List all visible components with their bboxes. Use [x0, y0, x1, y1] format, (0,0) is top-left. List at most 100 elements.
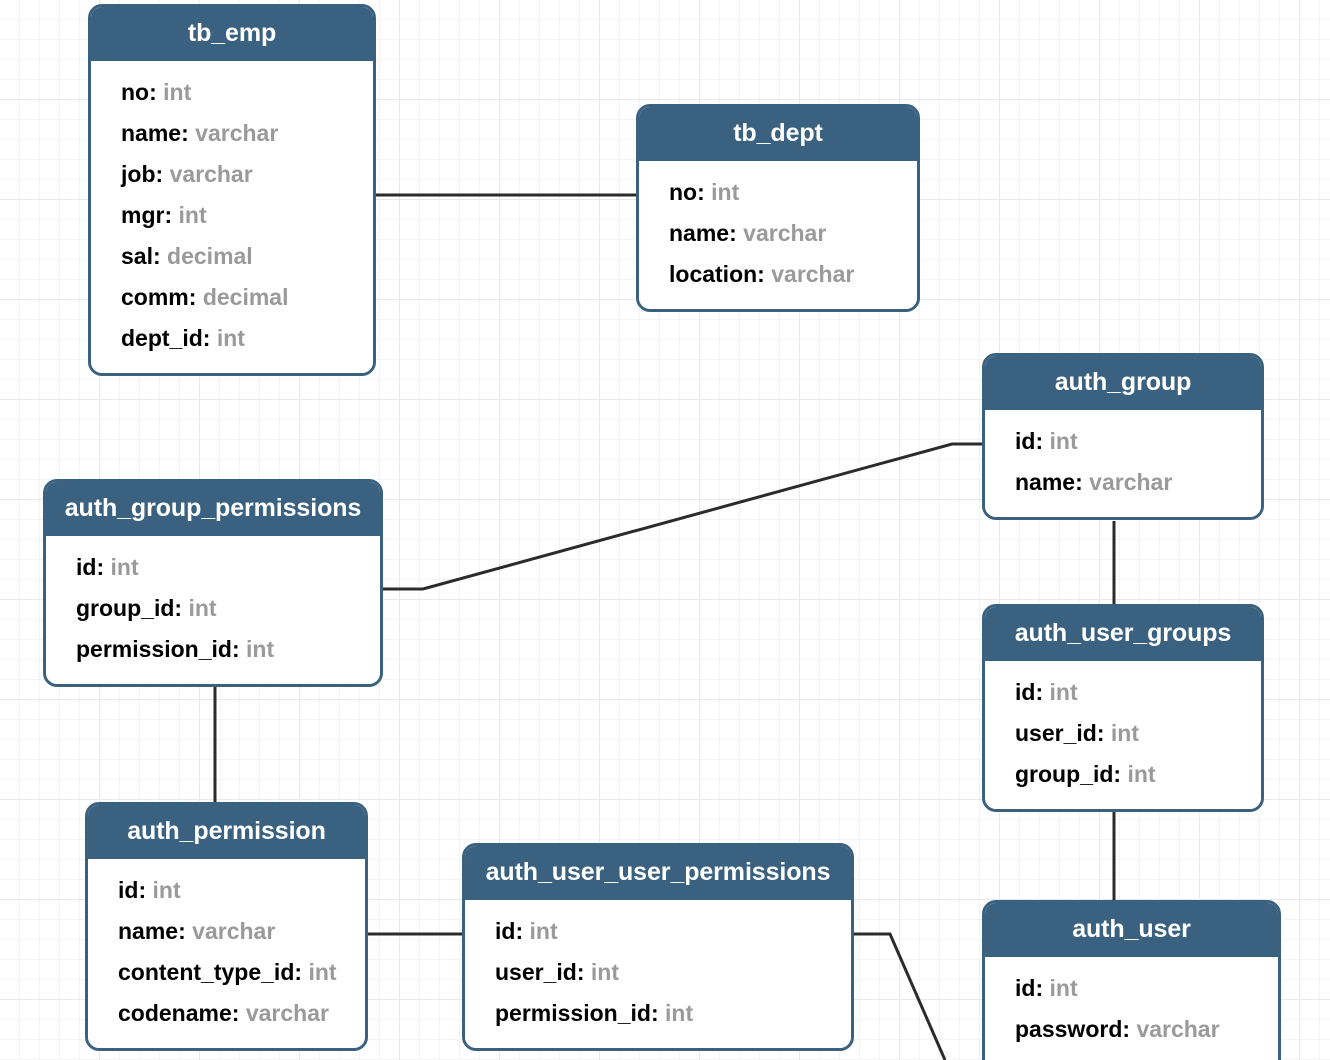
attribute-separator: : [697, 179, 712, 205]
attribute-row[interactable]: user_id: int [495, 952, 837, 993]
attribute-row[interactable]: id: int [1015, 421, 1247, 462]
attribute-type: int [246, 636, 275, 662]
attribute-row[interactable]: location: varchar [669, 254, 903, 295]
attribute-type: int [178, 202, 207, 228]
attribute-row[interactable]: id: int [1015, 672, 1247, 713]
attribute-row[interactable]: no: int [121, 72, 359, 113]
attribute-row[interactable]: permission_id: int [495, 993, 837, 1034]
attribute-separator: : [181, 120, 196, 146]
attribute-name: group_id [1015, 761, 1114, 787]
attribute-separator: : [294, 959, 309, 985]
attribute-separator: : [1122, 1057, 1136, 1060]
attribute-row[interactable]: id: int [495, 911, 837, 952]
attribute-row[interactable]: codename: varchar [118, 993, 351, 1034]
attribute-row[interactable]: comm: decimal [121, 277, 359, 318]
attribute-name: dept_id [121, 325, 203, 351]
attribute-type: int [1110, 720, 1139, 746]
attribute-name: permission_id [76, 636, 232, 662]
attribute-type: int [216, 325, 245, 351]
attribute-separator: : [202, 325, 217, 351]
attribute-separator: : [164, 202, 179, 228]
attribute-row[interactable]: user_id: int [1015, 713, 1247, 754]
attribute-separator: : [1035, 428, 1050, 454]
attribute-row[interactable]: last_login: datetime [1015, 1050, 1264, 1060]
attribute-row[interactable]: id: int [118, 870, 351, 911]
entity-title-auth_user_user_permissions: auth_user_user_permissions [465, 846, 851, 900]
attribute-separator: : [1122, 1016, 1137, 1042]
attribute-type: int [152, 877, 181, 903]
attribute-separator: : [576, 959, 591, 985]
attribute-type: int [1049, 679, 1078, 705]
attribute-type: int [1049, 428, 1078, 454]
attribute-separator: : [152, 243, 168, 269]
attribute-row[interactable]: name: varchar [118, 911, 351, 952]
attribute-row[interactable]: id: int [76, 547, 366, 588]
attribute-type: int [308, 959, 337, 985]
attribute-separator: : [231, 1000, 246, 1026]
attribute-separator: : [96, 554, 111, 580]
attribute-row[interactable]: no: int [669, 172, 903, 213]
attribute-separator: : [174, 595, 189, 621]
attribute-name: user_id [495, 959, 577, 985]
attribute-name: no [669, 179, 698, 205]
relationship-edge[interactable] [854, 932, 947, 1060]
attribute-separator: : [149, 79, 164, 105]
attribute-row[interactable]: name: varchar [121, 113, 359, 154]
attribute-name: id [495, 918, 516, 944]
attribute-type: int [110, 554, 139, 580]
attribute-type: varchar [245, 1000, 329, 1026]
attribute-name: permission_id [495, 1000, 651, 1026]
attribute-separator: : [1113, 761, 1128, 787]
entity-title-auth_group: auth_group [985, 356, 1261, 410]
attribute-name: mgr [121, 202, 165, 228]
attribute-row[interactable]: password: varchar [1015, 1009, 1264, 1050]
attribute-type: decimal [202, 284, 289, 310]
attribute-name: id [118, 877, 139, 903]
entity-title-auth_permission: auth_permission [88, 805, 365, 859]
attribute-row[interactable]: sal: decimal [121, 236, 359, 277]
attribute-name: name [1015, 469, 1076, 495]
attribute-row[interactable]: dept_id: int [121, 318, 359, 359]
attribute-row[interactable]: name: varchar [669, 213, 903, 254]
attribute-name: content_type_id [118, 959, 295, 985]
attribute-separator: : [1035, 975, 1050, 1001]
attribute-type: varchar [169, 161, 253, 187]
attribute-separator: : [650, 1000, 665, 1026]
attribute-row[interactable]: job: varchar [121, 154, 359, 195]
attribute-name: id [1015, 679, 1036, 705]
attribute-row[interactable]: id: int [1015, 968, 1264, 1009]
attribute-row[interactable]: content_type_id: int [118, 952, 351, 993]
attribute-separator: : [1096, 720, 1111, 746]
attribute-type: int [188, 595, 217, 621]
attribute-row[interactable]: group_id: int [76, 588, 366, 629]
attribute-type: decimal [167, 243, 253, 269]
attribute-row[interactable]: group_id: int [1015, 754, 1247, 795]
attribute-row[interactable]: permission_id: int [76, 629, 366, 670]
attribute-row[interactable]: name: varchar [1015, 462, 1247, 503]
attribute-name: password [1015, 1016, 1123, 1042]
entity-title-tb_dept: tb_dept [639, 107, 917, 161]
attribute-separator: : [188, 284, 203, 310]
attribute-name: last_login [1015, 1057, 1122, 1060]
entity-title-auth_group_permissions: auth_group_permissions [46, 482, 380, 536]
attribute-name: name [121, 120, 182, 146]
attribute-name: job [121, 161, 156, 187]
attribute-separator: : [515, 918, 530, 944]
attribute-separator: : [231, 636, 246, 662]
relationship-edge[interactable] [383, 442, 982, 591]
attribute-name: location [669, 261, 758, 287]
attribute-type: int [529, 918, 558, 944]
attribute-row[interactable]: mgr: int [121, 195, 359, 236]
